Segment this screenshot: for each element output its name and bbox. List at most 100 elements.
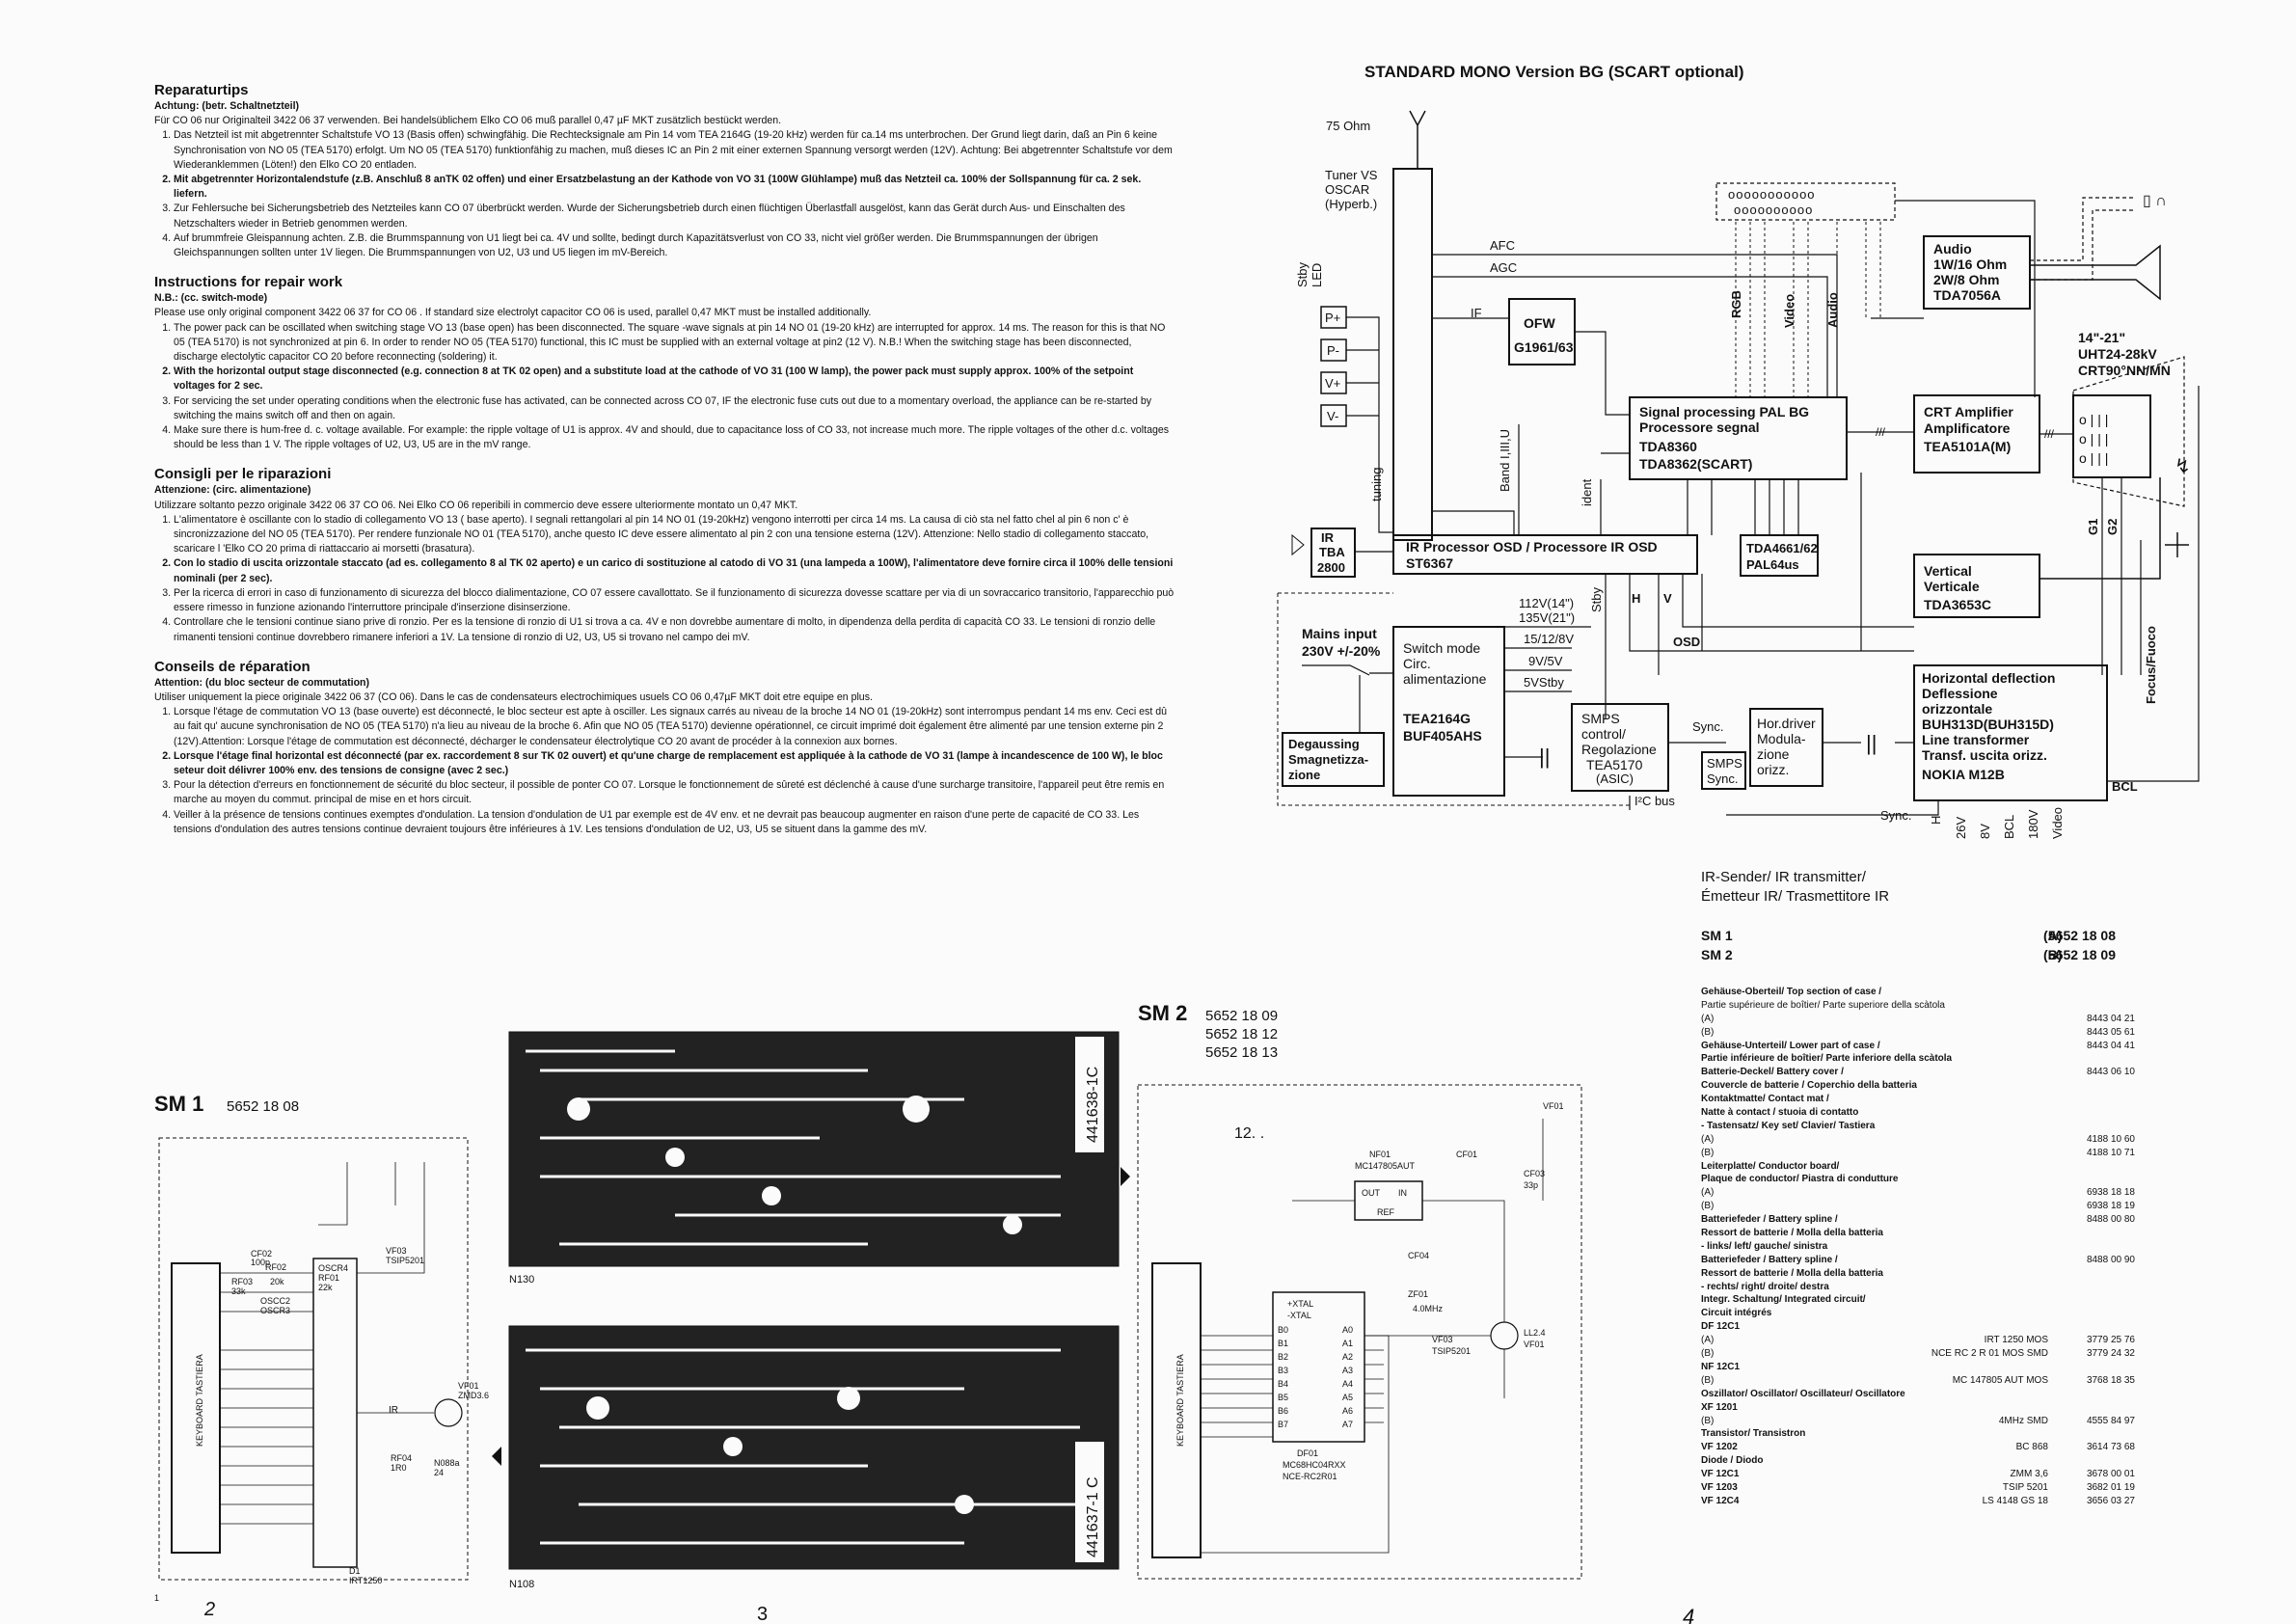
sm2-part: 4.0MHz: [1413, 1304, 1444, 1313]
sm1-part: 100p: [251, 1258, 270, 1267]
sm-number: 5652 18 08: [2047, 928, 2116, 943]
agc-label: AGC: [1490, 260, 1517, 275]
out-h: H: [1929, 816, 1943, 825]
sm2-part: VF03: [1432, 1335, 1453, 1344]
ir-tba-3: 2800: [1317, 560, 1345, 575]
parts-code: 3779 24 32: [2086, 1348, 2135, 1360]
parts-type: BC 868: [2015, 1442, 2048, 1453]
degauss-box: [1282, 732, 1385, 787]
parts-type: ZMM 3,6: [2010, 1469, 2048, 1480]
parts-row: Plaque de conductor/ Piastra di conduttu…: [1701, 1173, 2135, 1186]
repair-items: L'alimentatore è oscillante con lo stadi…: [154, 513, 1176, 645]
sm2-part: 33p: [1524, 1180, 1538, 1190]
repair-item: Pour la détection d'erreurs en fonctionn…: [174, 778, 1176, 807]
audio-amp-4: TDA7056A: [1933, 287, 2001, 303]
parts-code: 8488 00 80: [2086, 1214, 2135, 1226]
parts-label: - links/ left/ gauche/ sinistra: [1701, 1240, 1828, 1252]
pcb-top: [508, 1031, 1120, 1267]
parts-type: 4MHz SMD: [1998, 1415, 2048, 1426]
repair-item: Make sure there is hum-free d. c. voltag…: [174, 423, 1176, 452]
sm-variant: (A): [2043, 928, 2063, 943]
v-label: V: [1663, 591, 1672, 606]
parts-row: Gehäuse-Unterteil/ Lower part of case /8…: [1701, 1040, 2135, 1053]
h-label: H: [1632, 591, 1640, 606]
horizontal-2: Deflessione: [1922, 686, 1998, 701]
smps-5: (ASIC): [1596, 771, 1634, 786]
sm2-nf01-pin: REF: [1377, 1207, 1395, 1217]
crt-amp-1: CRT Amplifier: [1924, 404, 2013, 420]
smps-sync-2: Sync.: [1707, 771, 1739, 786]
sm1-footer: 2: [203, 1599, 215, 1620]
repair-subheading: Attenzione: (circ. alimentazione): [154, 484, 311, 497]
parts-row: (A)8443 04 21: [1701, 1013, 2135, 1026]
parts-label: Batteriefeder / Battery spline /: [1701, 1214, 1838, 1226]
focus-label: Focus/Fuoco: [2144, 626, 2158, 704]
signal-processing-box: [1629, 396, 1848, 480]
parts-code: 3656 03 27: [2086, 1495, 2135, 1506]
repair-item: Controllare che le tensioni continue sia…: [174, 615, 1176, 644]
parts-row: - rechts/ right/ droite/ destra: [1701, 1281, 2135, 1294]
sm2-transistor-icon: [1490, 1321, 1519, 1350]
svg-text:A2: A2: [1342, 1352, 1353, 1362]
schematic-title: STANDARD MONO Version BG (SCART optional…: [1364, 63, 1744, 81]
parts-label: Kontaktmatte/ Contact mat /: [1701, 1094, 1829, 1105]
sm2-part: ZF01: [1408, 1289, 1428, 1299]
video-line-label: Video: [1782, 294, 1796, 328]
hor-driver-1: Hor.driver: [1757, 716, 1816, 731]
sm-name: SM 2: [1701, 947, 1733, 962]
repair-heading: Reparaturtips: [154, 82, 249, 98]
switch-mode-box: [1392, 626, 1505, 797]
sm1-part: OSCR3: [260, 1306, 290, 1315]
tuning-label: tuning: [1369, 468, 1384, 501]
repair-item: The power pack can be oscillated when sw…: [174, 321, 1176, 365]
sm1-part: OSCR4: [318, 1263, 348, 1273]
antenna-icon: [1409, 110, 1426, 169]
parts-label: VF 1203: [1701, 1481, 1738, 1493]
switch-3: alimentazione: [1403, 671, 1487, 687]
voltage-15: 15/12/8V: [1524, 632, 1574, 646]
svg-text:B7: B7: [1278, 1420, 1288, 1429]
out-sync: Sync.: [1880, 808, 1912, 823]
repair-heading: Consigli per le riparazioni: [154, 466, 332, 483]
ir-sender-title-2: Émetteur IR/ Trasmettitore IR: [1701, 888, 1890, 905]
headphone-icon: ▯ ∩: [2143, 193, 2167, 209]
tuner-label-3: (Hyperb.): [1325, 197, 1377, 211]
sm2-part: VF01: [1543, 1101, 1564, 1111]
g1-label: G1: [2086, 519, 2100, 535]
parts-row: Oszillator/ Oscillator/ Oscillateur/ Osc…: [1701, 1388, 2135, 1401]
button-p-plus: P+: [1325, 311, 1340, 325]
audio-line-label: Audio: [1825, 292, 1840, 328]
horizontal-7: NOKIA M12B: [1922, 767, 2005, 782]
voltage-9: 9V/5V: [1528, 654, 1563, 668]
pcb-top-code: 441638-1C: [1085, 1067, 1101, 1143]
parts-row: Integr. Schaltung/ Integrated circuit/: [1701, 1293, 2135, 1307]
parts-code: 4555 84 97: [2086, 1415, 2135, 1426]
hor-driver-4: orizz.: [1757, 762, 1789, 777]
svg-text:///: ///: [2044, 427, 2055, 441]
sm1-part: VF01: [458, 1381, 479, 1391]
degauss-2: Smagnetizza-: [1288, 752, 1368, 767]
parts-code: 3614 73 68: [2086, 1442, 2135, 1453]
crt-label-2: UHT24-28kV: [2078, 346, 2157, 362]
sm2-nf01-pin: IN: [1398, 1188, 1407, 1198]
tuner-box: [1392, 168, 1433, 541]
parts-row: Batterie-Deckel/ Battery cover /8443 06 …: [1701, 1066, 2135, 1079]
sm1-d1-1: D1: [349, 1566, 361, 1576]
parts-row: Partie supérieure de boîtier/ Parte supe…: [1701, 999, 2135, 1013]
repair-items: The power pack can be oscillated when sw…: [154, 321, 1176, 453]
parts-label: Oszillator/ Oscillator/ Oscillateur/ Osc…: [1701, 1388, 1905, 1399]
signal-3: TDA8360: [1639, 439, 1697, 454]
repair-subheading: Attention: (du bloc secteur de commutati…: [154, 676, 370, 689]
sm2-keyboard-label: KEYBOARD TASTIERA: [1175, 1354, 1185, 1447]
sm-number: 5652 18 09: [2047, 947, 2116, 962]
parts-code: 8443 05 61: [2086, 1026, 2135, 1038]
sm2-df01-ic: [1272, 1291, 1365, 1443]
out-video: Video: [2050, 807, 2065, 839]
parts-label: VF 12C1: [1701, 1469, 1740, 1480]
sm2-part: CF04: [1408, 1251, 1429, 1260]
parts-code: 3768 18 35: [2086, 1374, 2135, 1386]
ofw-label-1: OFW: [1524, 315, 1555, 331]
parts-label: Transistor/ Transistron: [1701, 1428, 1806, 1440]
ir-proc-1: IR Processor OSD / Processore IR OSD: [1406, 539, 1658, 555]
